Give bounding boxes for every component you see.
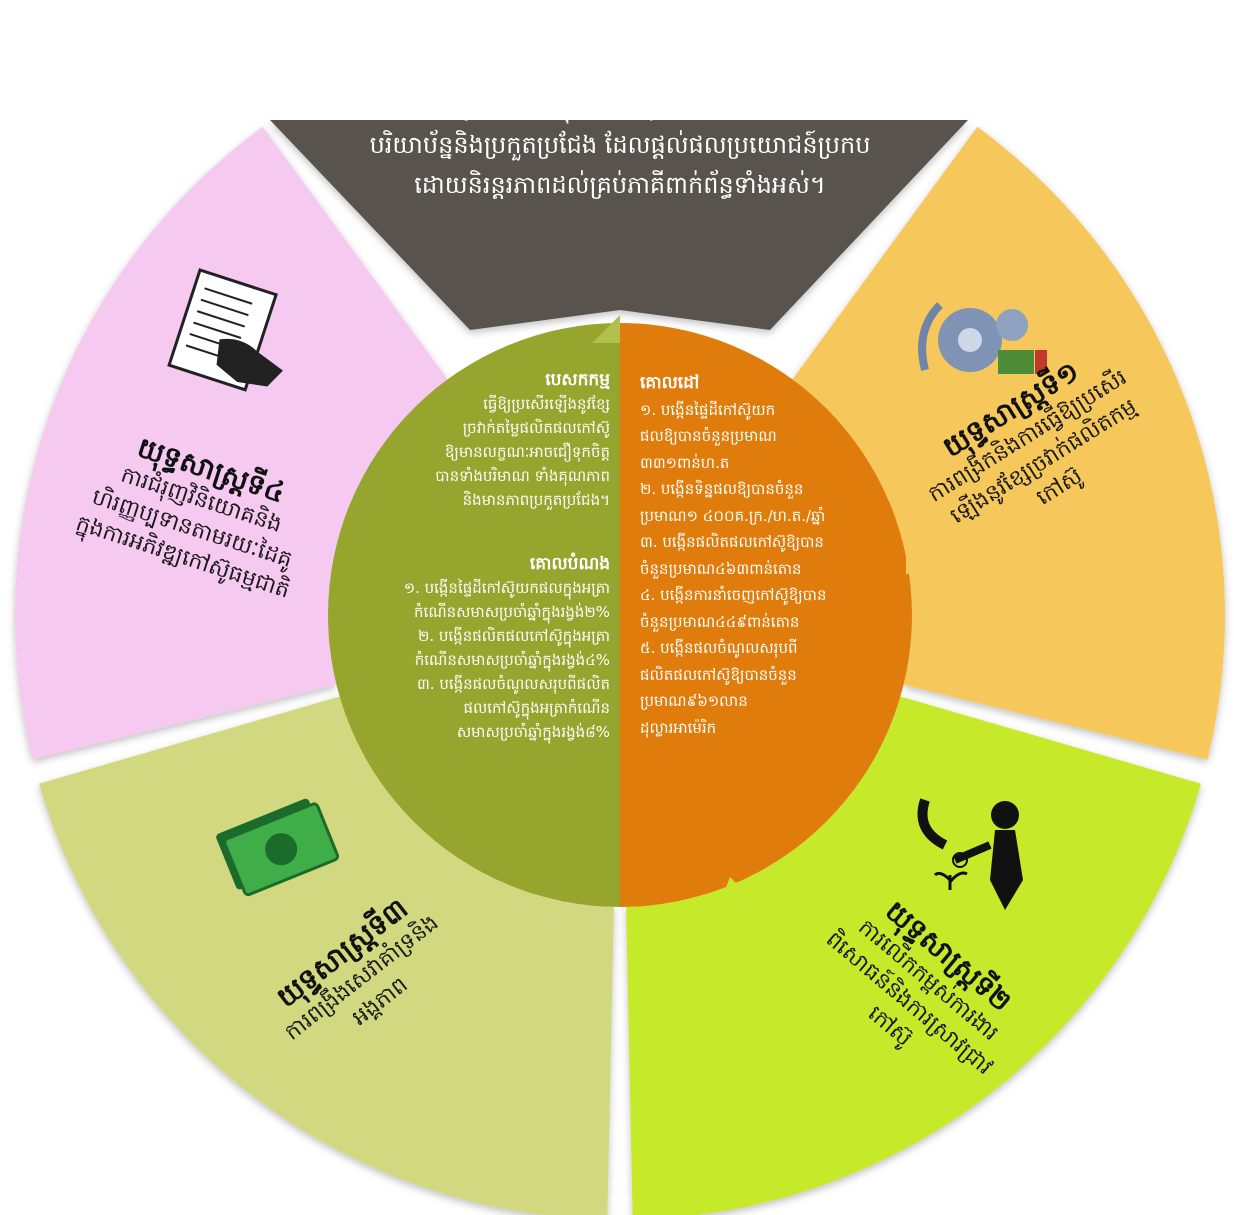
objectives-line-1: ១. បង្កើនផ្ទៃដីកៅស៊ូយកផលក្នុងអត្រា <box>403 579 610 597</box>
objectives-line-7: សមាសប្រចាំឆ្នាំក្នុងរង្វង់៨% <box>456 723 610 741</box>
person-head <box>991 801 1019 829</box>
goals-line-12: ប្រមាណ៩៦១លាន <box>640 692 748 710</box>
goals-line-1: ១. បង្កើនផ្ទៃដីកៅស៊ូយក <box>640 400 776 419</box>
factory-chimney <box>1035 350 1047 374</box>
handshake-contract-icon <box>167 268 283 392</box>
money-icon <box>216 798 340 897</box>
objectives-block: គោលបំណង ១. បង្កើនផ្ទៃដីកៅស៊ូយកផលក្នុងអត្… <box>335 552 610 744</box>
plant-sprout <box>933 871 968 890</box>
person-arm <box>953 841 992 864</box>
goals-line-2: ផលឱ្យបានចំនួនប្រមាណ <box>640 427 777 445</box>
vision-block: ចក្ខុវិស័យ កៅស៊ូធម្មជាតិកម្ពុជា ជាអនុវិស… <box>300 45 940 205</box>
objectives-line-3: ២. បង្កើនផលិតផលកៅស៊ូក្នុងអត្រា <box>418 627 610 645</box>
outer-ring <box>15 25 1225 1215</box>
goals-line-5: ប្រមាណ១ ៤០០គ.ក្រ./ហ.ត./ឆ្នាំ <box>640 506 826 525</box>
inner-right-half <box>620 323 912 907</box>
magnifier <box>952 852 968 868</box>
segment-strategy2 <box>626 696 1201 1215</box>
bill-emblem <box>265 833 298 866</box>
inner-left-half <box>328 323 620 907</box>
objectives-line-2: កំណើនសមាសប្រចាំឆ្នាំក្នុងរង្វង់២% <box>414 603 610 621</box>
vision-title: ចក្ខុវិស័យ <box>567 47 673 82</box>
industry-gears-icon <box>918 302 1047 374</box>
mission-line-2: ច្រវាក់តម្លៃផលិតផលកៅស៊ូ <box>462 419 610 437</box>
goals-line-7: ចំនួនប្រមាណ៤៦៣ពាន់តោន <box>640 559 802 578</box>
goals-line-13: ដុល្លារអាម៉េរិក <box>640 718 717 737</box>
mission-line-5: និងមានភាពប្រកួតប្រជែង។ <box>462 491 610 509</box>
factory-block <box>998 350 1034 374</box>
goals-line-6: ៣. បង្កើនផលិតផលកៅស៊ូឱ្យបាន <box>640 533 824 551</box>
mission-line-1: ធ្វើឱ្យប្រសើរឡើងនូវខ្សែ <box>483 395 610 413</box>
goals-title: គោលដៅ <box>640 373 700 393</box>
research-plant-icon <box>917 798 1023 910</box>
gear-large-hub <box>958 328 982 352</box>
arrow-to-strategy1 <box>906 535 938 575</box>
objectives-line-4: កំណើនសមាសប្រចាំឆ្នាំក្នុងរង្វង់៤% <box>414 651 610 669</box>
vision-line-3: ដោយនិរន្តរភាពដល់គ្រប់ភាគីពាក់ព័ន្ធទាំងអស… <box>414 171 826 199</box>
goals-line-10: ៥. បង្កើនផលចំណូលសរុបពី <box>640 639 798 657</box>
person-body <box>990 830 1023 910</box>
segment-strategy1 <box>792 126 1225 760</box>
arrow-to-strategy2 <box>715 877 760 917</box>
goals-line-9: ចំនួនប្រមាណ៤៤៩ពាន់តោន <box>640 612 800 631</box>
goals-block: គោលដៅ ១. បង្កើនផ្ទៃដីកៅស៊ូយក ផលឱ្យបានចំន… <box>640 370 910 741</box>
contract-line <box>200 298 249 317</box>
segment-vision <box>270 120 968 330</box>
gear-small <box>996 309 1028 341</box>
contract-line <box>193 321 242 339</box>
lab-hose <box>917 798 948 850</box>
segment-strategy3 <box>39 696 614 1215</box>
objectives-line-5: ៣. បង្កើនផលចំណូលសរុបពីផលិត <box>416 675 610 693</box>
vision-line-1: កៅស៊ូធម្មជាតិកម្ពុជា ជាអនុវិស័យមានលក្ខណៈ <box>418 91 822 119</box>
cycle-arrow <box>918 302 943 371</box>
objectives-line-6: ផលកៅស៊ូក្នុងអត្រាកំណើន <box>463 699 610 717</box>
goals-line-8: ៤. បង្កើនការនាំចេញកៅស៊ូឱ្យបាន <box>640 586 827 604</box>
mission-line-4: បានទាំងបរិមាណ ទាំងគុណភាព <box>435 467 610 485</box>
segment-strategy4 <box>15 126 448 760</box>
arrow-to-strategy4 <box>304 505 332 545</box>
contract-line <box>204 287 253 305</box>
goals-line-11: ផលិតផលកៅស៊ូឱ្យបានចំនួន <box>640 665 797 684</box>
goals-line-4: ២. បង្កើនទិន្នផលឱ្យបានចំនួន <box>640 480 804 498</box>
goals-line-3: ៣៣១ពាន់ហ.ត <box>640 453 730 472</box>
vision-line-2: បរិយាប័ន្ននិងប្រកួតប្រជែង ដែលផ្តល់ផលប្រយ… <box>369 131 871 159</box>
contract-line <box>196 310 246 328</box>
objectives-title: គោលបំណង <box>529 554 610 574</box>
mission-title: បេសកកម្ម <box>545 370 610 390</box>
inner-circle <box>304 315 938 917</box>
arrow-to-strategy3 <box>445 867 490 909</box>
vision-top-cut <box>270 25 968 120</box>
mission-block: បេសកកម្ម ធ្វើឱ្យប្រសើរឡើងនូវខ្សែ ច្រវាក់… <box>395 368 610 512</box>
inner-top-arrow <box>592 315 620 343</box>
mission-line-3: ឱ្យមានលក្ខណៈអាចជឿទុកចិត្ត <box>444 443 610 461</box>
icons-layer <box>167 268 1047 910</box>
handshake-shape <box>216 338 283 387</box>
